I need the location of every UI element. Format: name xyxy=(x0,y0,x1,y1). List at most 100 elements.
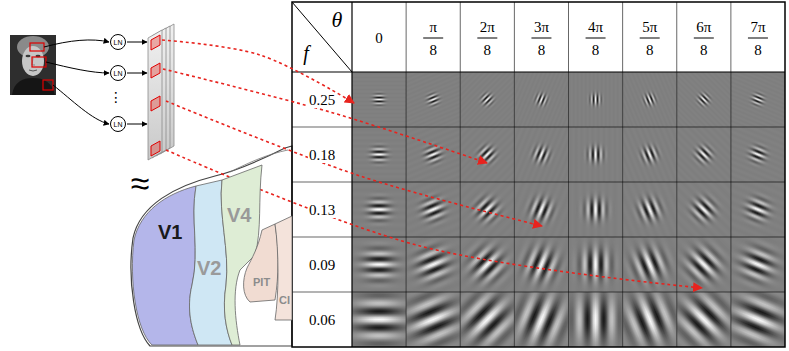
unit-label: LN xyxy=(114,121,123,128)
area-label: V1 xyxy=(158,222,182,242)
ln-unit: LN xyxy=(110,34,126,50)
fraction-bar xyxy=(694,38,714,39)
gabor-filter xyxy=(406,182,460,237)
cell-ground xyxy=(352,182,406,237)
gabor-filter xyxy=(514,72,568,127)
portrait-photo xyxy=(10,35,56,95)
brain-contour xyxy=(131,146,292,346)
orientation-header: π xyxy=(428,20,438,35)
photo-dress xyxy=(12,78,55,95)
cell-ground xyxy=(460,292,514,347)
gabor-filter xyxy=(352,127,406,182)
grid-line xyxy=(292,127,785,128)
cell-ground xyxy=(731,182,785,237)
orientation-header: 2π xyxy=(479,20,496,35)
gabor-filter xyxy=(514,182,568,237)
cell-ground xyxy=(406,182,460,237)
gabor-filter xyxy=(460,237,514,292)
label-holder: π xyxy=(428,19,438,35)
frequency-label: 0.18 xyxy=(308,148,336,163)
frequency-label: 0.13 xyxy=(308,203,336,218)
label-holder: 8 xyxy=(753,42,763,58)
label-holder: 8 xyxy=(591,42,601,58)
feature-map xyxy=(148,30,162,160)
cell-ground xyxy=(352,72,406,127)
wire xyxy=(53,85,109,124)
gabor-filter xyxy=(352,237,406,292)
orientation-header: 8 xyxy=(537,43,547,58)
fraction-bar xyxy=(531,38,551,39)
grid-line xyxy=(622,2,623,347)
cell-ground xyxy=(731,127,785,182)
label-holder: 6π xyxy=(695,19,712,35)
cell-ground xyxy=(514,72,568,127)
gabor-filter xyxy=(460,292,514,347)
area-label: CI xyxy=(279,295,290,306)
cell-ground xyxy=(677,182,731,237)
cell-ground xyxy=(731,292,785,347)
wires xyxy=(44,40,147,124)
label-holder: 7π xyxy=(749,19,766,35)
ellipsis-mark: ⋮ xyxy=(108,90,124,104)
orientation-header: 8 xyxy=(428,43,438,58)
approx-sign: ≈ xyxy=(130,166,151,200)
wire xyxy=(127,124,147,125)
cell-ground xyxy=(460,72,514,127)
cell-ground xyxy=(406,72,460,127)
label-holder: 8 xyxy=(645,42,655,58)
label-holder: 8 xyxy=(483,42,493,58)
table-border xyxy=(292,2,785,347)
gabor-filter xyxy=(406,292,460,347)
gabor-filter xyxy=(460,182,514,237)
gabor-filter xyxy=(677,72,731,127)
grid-line xyxy=(292,237,785,238)
region-outline xyxy=(242,223,280,303)
region-outline xyxy=(128,185,200,346)
gabor-filter xyxy=(623,127,677,182)
gabor-filter xyxy=(731,292,785,347)
label-holder: 8 xyxy=(537,42,547,58)
frequency-label: 0.06 xyxy=(308,313,336,328)
grid-line xyxy=(351,2,352,347)
cell-ground xyxy=(731,237,785,292)
cell-ground xyxy=(623,182,677,237)
wire xyxy=(127,42,147,43)
label-holder: 0.06 xyxy=(308,312,336,328)
cell-ground xyxy=(623,127,677,182)
gabor-filter xyxy=(352,182,406,237)
cell-ground xyxy=(514,237,568,292)
gabor-filter xyxy=(677,237,731,292)
gabor-filter xyxy=(514,292,568,347)
label-holder: 5π xyxy=(641,19,658,35)
cell-ground xyxy=(677,72,731,127)
cell-ground xyxy=(623,72,677,127)
gabor-filter xyxy=(731,127,785,182)
gabor-filter xyxy=(731,182,785,237)
area-label: V4 xyxy=(227,205,251,225)
label-holder: 0 xyxy=(374,30,384,46)
table-grid xyxy=(292,2,785,347)
orientation-header: 7π xyxy=(749,20,766,35)
ln-unit: LN xyxy=(110,65,126,81)
gabor-filter xyxy=(352,292,406,347)
cell-ground xyxy=(677,237,731,292)
unit-patch xyxy=(151,141,160,156)
grid-line xyxy=(460,2,461,347)
cell-ground xyxy=(406,292,460,347)
orientation-header: 8 xyxy=(483,43,493,58)
frequency-label: 0.25 xyxy=(308,93,336,108)
fraction-bar xyxy=(586,38,606,39)
unit-patch xyxy=(151,96,160,111)
cell-ground xyxy=(460,237,514,292)
label-holder: 0.25 xyxy=(308,92,336,108)
patch-box xyxy=(32,57,46,67)
cell-ground xyxy=(569,292,623,347)
axis-symbol: θ xyxy=(331,9,344,31)
axis-symbol: f xyxy=(302,43,310,63)
gabor-filter xyxy=(460,127,514,182)
label-holder: ⋮ xyxy=(108,89,124,105)
cell-ground xyxy=(514,182,568,237)
gabor-filter xyxy=(569,182,623,237)
